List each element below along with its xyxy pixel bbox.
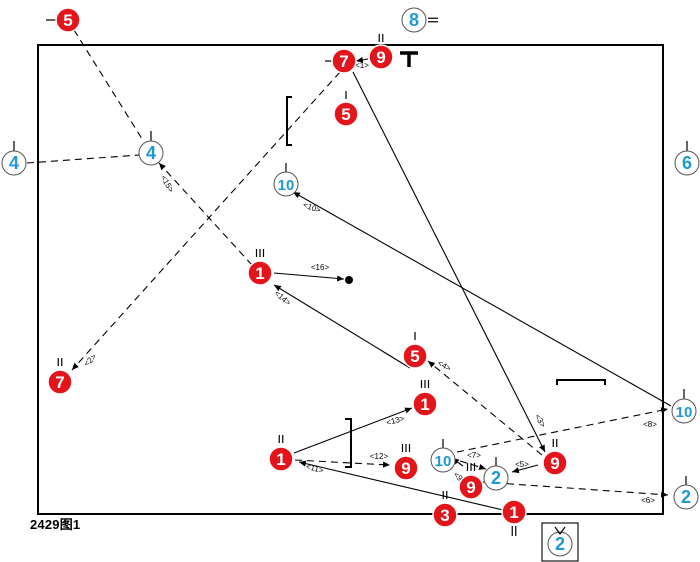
- blue-player-6: 6: [674, 150, 700, 176]
- player-number: 4: [146, 143, 156, 163]
- court-boundary: [37, 44, 664, 515]
- player-number: 5: [410, 347, 419, 366]
- player-number: 6: [682, 153, 692, 173]
- player-number: 5: [341, 105, 350, 124]
- t-marker-icon: [400, 51, 418, 67]
- red-player-3: 3: [432, 502, 458, 528]
- step-label: <8>: [643, 420, 657, 429]
- player-number: 3: [440, 506, 449, 525]
- player-number: 10: [278, 177, 295, 194]
- player-number: 5: [63, 11, 72, 30]
- highlight-box: [541, 522, 579, 562]
- figure-caption: 2429图1: [30, 517, 81, 532]
- blue-player-2: 2: [673, 484, 699, 510]
- step-labels: <1><2><3><4><5><6><7><8><9><10><11><12><…: [82, 61, 657, 505]
- step-label: <13>: [385, 414, 405, 427]
- red-player-7: 7: [47, 369, 73, 395]
- player-number: 10: [676, 404, 693, 421]
- blue-team-players: 8 4 4 10 6 10 10 2 2 2: [1, 7, 700, 557]
- red-player-5: 5: [402, 343, 428, 369]
- ball-icon: [345, 276, 353, 284]
- player-number: 1: [509, 503, 518, 522]
- step-label: <1>: [355, 61, 369, 70]
- blue-player-marks: [13, 17, 688, 486]
- blue-player-2: 2: [483, 465, 509, 491]
- blue-player-8: 8: [401, 7, 427, 33]
- step-label: <3>: [533, 413, 548, 430]
- player-number: 10: [435, 453, 452, 470]
- red-player-7: 7: [331, 48, 357, 74]
- step-label: <6>: [641, 496, 655, 505]
- red-player-9: 9: [368, 44, 394, 70]
- step-label: <10>: [302, 200, 323, 215]
- blue-player-10: 10: [671, 398, 697, 424]
- player-number: 9: [466, 478, 475, 497]
- blue-player-4: 4: [138, 140, 164, 166]
- blue-player-4: 4: [1, 150, 27, 176]
- red-player-5: 5: [333, 101, 359, 127]
- solid-movement-lines: [273, 56, 672, 511]
- red-player-1: 1: [268, 446, 294, 472]
- red-player-9: 9: [393, 455, 419, 481]
- step-label: <11>: [305, 462, 325, 475]
- red-player-1: 1: [501, 499, 527, 525]
- step-label: <4>: [436, 358, 453, 373]
- screen-bar: [286, 96, 292, 146]
- v-marker-icon: [554, 526, 566, 536]
- red-player-1: 1: [412, 391, 438, 417]
- blue-player-10: 10: [273, 171, 299, 197]
- player-number: 4: [9, 153, 19, 173]
- player-number: 9: [376, 48, 385, 67]
- blue-player-2: 2: [547, 531, 573, 557]
- step-label: <12>: [370, 452, 389, 461]
- red-player-1: 1: [247, 260, 273, 286]
- player-number: 9: [550, 454, 559, 473]
- step-label: <2>: [82, 352, 98, 368]
- step-label: <16>: [311, 263, 330, 272]
- player-number: 7: [55, 373, 64, 392]
- step-label: <15>: [159, 174, 176, 195]
- red-player-9: 9: [458, 474, 484, 500]
- player-number: 1: [420, 395, 429, 414]
- step-label: <7>: [467, 451, 481, 460]
- red-player-5: 5: [55, 7, 81, 33]
- screen-bar: [556, 379, 606, 385]
- player-number: 7: [339, 52, 348, 71]
- step-label: <14>: [273, 289, 293, 308]
- player-number: 2: [681, 487, 691, 507]
- red-player-9: 9: [542, 450, 568, 476]
- dashed-movement-lines: [26, 29, 669, 498]
- player-number: 2: [491, 468, 501, 488]
- player-number: 9: [401, 459, 410, 478]
- player-number: 8: [409, 10, 419, 30]
- blue-player-10: 10: [430, 447, 456, 473]
- player-number: 1: [255, 264, 264, 283]
- step-label: <5>: [515, 460, 529, 469]
- screen-bar: [345, 418, 352, 468]
- player-number: 1: [276, 450, 285, 469]
- player-number: 2: [555, 534, 565, 554]
